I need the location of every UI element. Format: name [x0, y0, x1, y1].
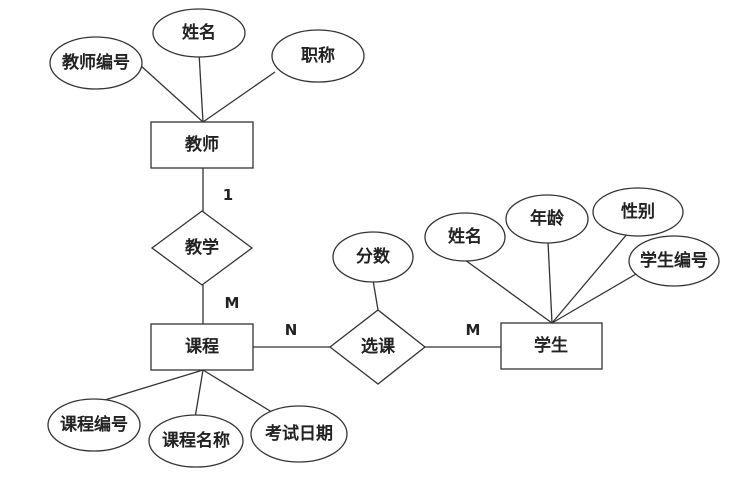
entity-course-label: 课程 [185, 337, 219, 357]
relationship-teach [150, 210, 254, 286]
edge-exam-date [202, 369, 276, 415]
edge-student-id [551, 273, 637, 324]
attr-exam-date [250, 405, 348, 463]
attr-teacher-title [271, 29, 365, 83]
cardinality-select-course: N [285, 321, 298, 339]
attr-student-id-label: 学生编号 [640, 250, 708, 271]
attr-student-name [424, 212, 506, 262]
attr-student-gender [592, 187, 684, 237]
edges [94, 52, 637, 419]
cardinality-select-student: M [466, 321, 481, 339]
edge-student-name [464, 259, 553, 324]
cardinality-teach-teacher: 1 [223, 186, 233, 204]
edge-student-gender [551, 232, 629, 324]
entity-course [150, 323, 254, 371]
attr-exam-date-label: 考试日期 [264, 423, 333, 444]
attr-student-age [505, 194, 589, 244]
attr-course-name-label: 课程名称 [162, 430, 230, 451]
entity-teacher-label: 教师 [184, 134, 219, 155]
relationship-select-label: 选课 [361, 337, 396, 357]
edge-teacher-name [198, 52, 204, 123]
attr-student-name-label: 姓名 [448, 226, 482, 247]
attr-teacher-id [49, 36, 143, 90]
edge-student-age [547, 241, 553, 324]
attr-score-label: 分数 [356, 246, 391, 267]
attr-teacher-name-label: 姓名 [182, 22, 216, 43]
attr-course-name [148, 414, 244, 468]
entity-student [500, 322, 603, 370]
attr-teacher-title-label: 职称 [301, 45, 335, 66]
attr-student-gender-label: 性别 [621, 201, 655, 222]
attr-course-id-label: 课程编号 [60, 414, 128, 435]
attr-score [332, 231, 414, 283]
entity-teacher [150, 121, 254, 169]
attr-teacher-name [152, 8, 246, 58]
attr-student-id [628, 235, 720, 287]
entity-student-label: 学生 [534, 335, 568, 356]
edge-course-name [194, 369, 204, 419]
attr-student-age-label: 年龄 [530, 208, 565, 229]
attr-course-id [47, 398, 141, 452]
relationship-teach-label: 教学 [184, 237, 219, 258]
cardinality-teach-course: M [225, 294, 240, 312]
edge-teacher-id [139, 64, 204, 123]
edge-teacher-title [202, 71, 276, 123]
edge-course-id [94, 369, 204, 404]
relationship-select [328, 309, 427, 385]
attr-teacher-id-label: 教师编号 [61, 52, 130, 73]
edge-select-score [372, 279, 379, 311]
